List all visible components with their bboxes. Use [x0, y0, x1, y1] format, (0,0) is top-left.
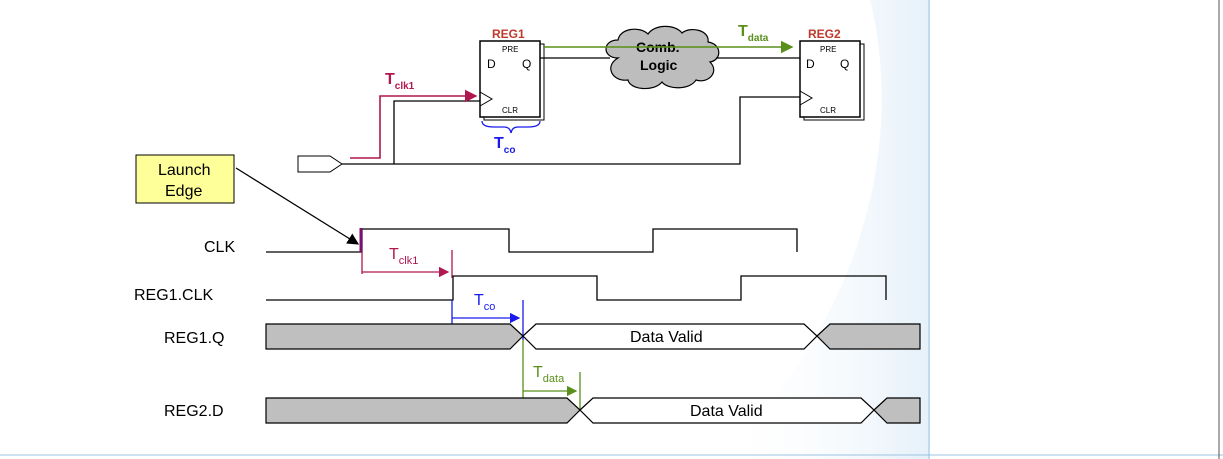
- schematic-tco-main: T: [494, 135, 504, 152]
- schematic-tclk1-main: T: [385, 71, 395, 88]
- schematic-tdata-sub: data: [748, 33, 769, 44]
- reg1-pre: PRE: [502, 45, 518, 54]
- clk-waveform: [266, 228, 798, 253]
- reg2-q: Q: [840, 57, 849, 71]
- wave-tclk1-sub: clk1: [399, 255, 419, 267]
- reg2-clr: CLR: [820, 106, 836, 115]
- clock-net: [342, 96, 800, 165]
- reg1clk-waveform: [266, 275, 887, 301]
- tco-brace: [481, 120, 541, 134]
- reg1q-invalid-2: [816, 323, 921, 350]
- clock-net-reg1: [393, 100, 482, 164]
- wave-tdata-label: Tdata: [533, 364, 565, 385]
- schematic-tco-sub: co: [504, 145, 516, 156]
- callout-line2: Edge: [165, 183, 202, 200]
- reg2d-invalid-1: [265, 397, 581, 424]
- waveforms: CLK REG1.CLK REG1.Q REG2.D Tclk1 Tco Dat…: [134, 228, 921, 424]
- reg1-d: D: [487, 57, 496, 71]
- reg1-clock-pin-icon: [479, 91, 493, 107]
- reg1q-label: REG1.Q: [164, 330, 224, 347]
- callout-pointer: [235, 167, 360, 245]
- reg2d-data-valid: Data Valid: [690, 403, 763, 420]
- reg1q-invalid-1: [265, 323, 524, 350]
- tclk1-path: [350, 89, 478, 159]
- wave-tdata-main: T: [533, 364, 543, 381]
- comb-logic-line2: Logic: [640, 57, 678, 73]
- reg1-clr: CLR: [502, 106, 518, 115]
- wave-tco-main: T: [474, 292, 484, 309]
- reg2-title: REG2: [808, 27, 841, 41]
- wave-tco-sub: co: [484, 301, 496, 313]
- reg1-flipflop: REG1 PRE D Q CLR: [479, 27, 545, 121]
- reg1clk-label: REG1.CLK: [134, 287, 213, 304]
- wave-tclk1-main: T: [389, 246, 399, 263]
- callout-line1: Launch: [158, 162, 211, 179]
- reg2-flipflop: REG2 PRE D Q CLR: [799, 27, 865, 121]
- reg1q-data-valid: Data Valid: [630, 329, 703, 346]
- reg2-clock-pin-icon: [799, 90, 813, 106]
- schematic-tclk1-sub: clk1: [395, 81, 415, 92]
- comb-logic-cloud: Comb. Logic: [605, 25, 720, 90]
- wave-tco-label: Tco: [474, 292, 495, 313]
- reg2d-invalid-2: [873, 397, 921, 424]
- schematic-tco-label: Tco: [494, 135, 515, 156]
- reg1-q: Q: [522, 57, 531, 71]
- input-pin-icon: [297, 155, 343, 173]
- clk-label: CLK: [204, 239, 235, 256]
- reg1-title: REG1: [492, 27, 525, 41]
- wave-tclk1-label: Tclk1: [389, 246, 418, 267]
- schematic-tclk1-label: Tclk1: [385, 71, 415, 92]
- wave-tdata-sub: data: [543, 373, 565, 385]
- launch-edge-callout: Launch Edge: [135, 154, 360, 245]
- reg2-d: D: [806, 57, 815, 71]
- reg2-pre: PRE: [820, 45, 836, 54]
- schematic-tdata-main: T: [738, 23, 748, 40]
- schematic: Tclk1 REG1 PRE D Q CLR Tco Comb. Logic T…: [297, 23, 865, 173]
- reg2d-label: REG2.D: [164, 403, 224, 420]
- schematic-tdata-label: Tdata: [738, 23, 769, 44]
